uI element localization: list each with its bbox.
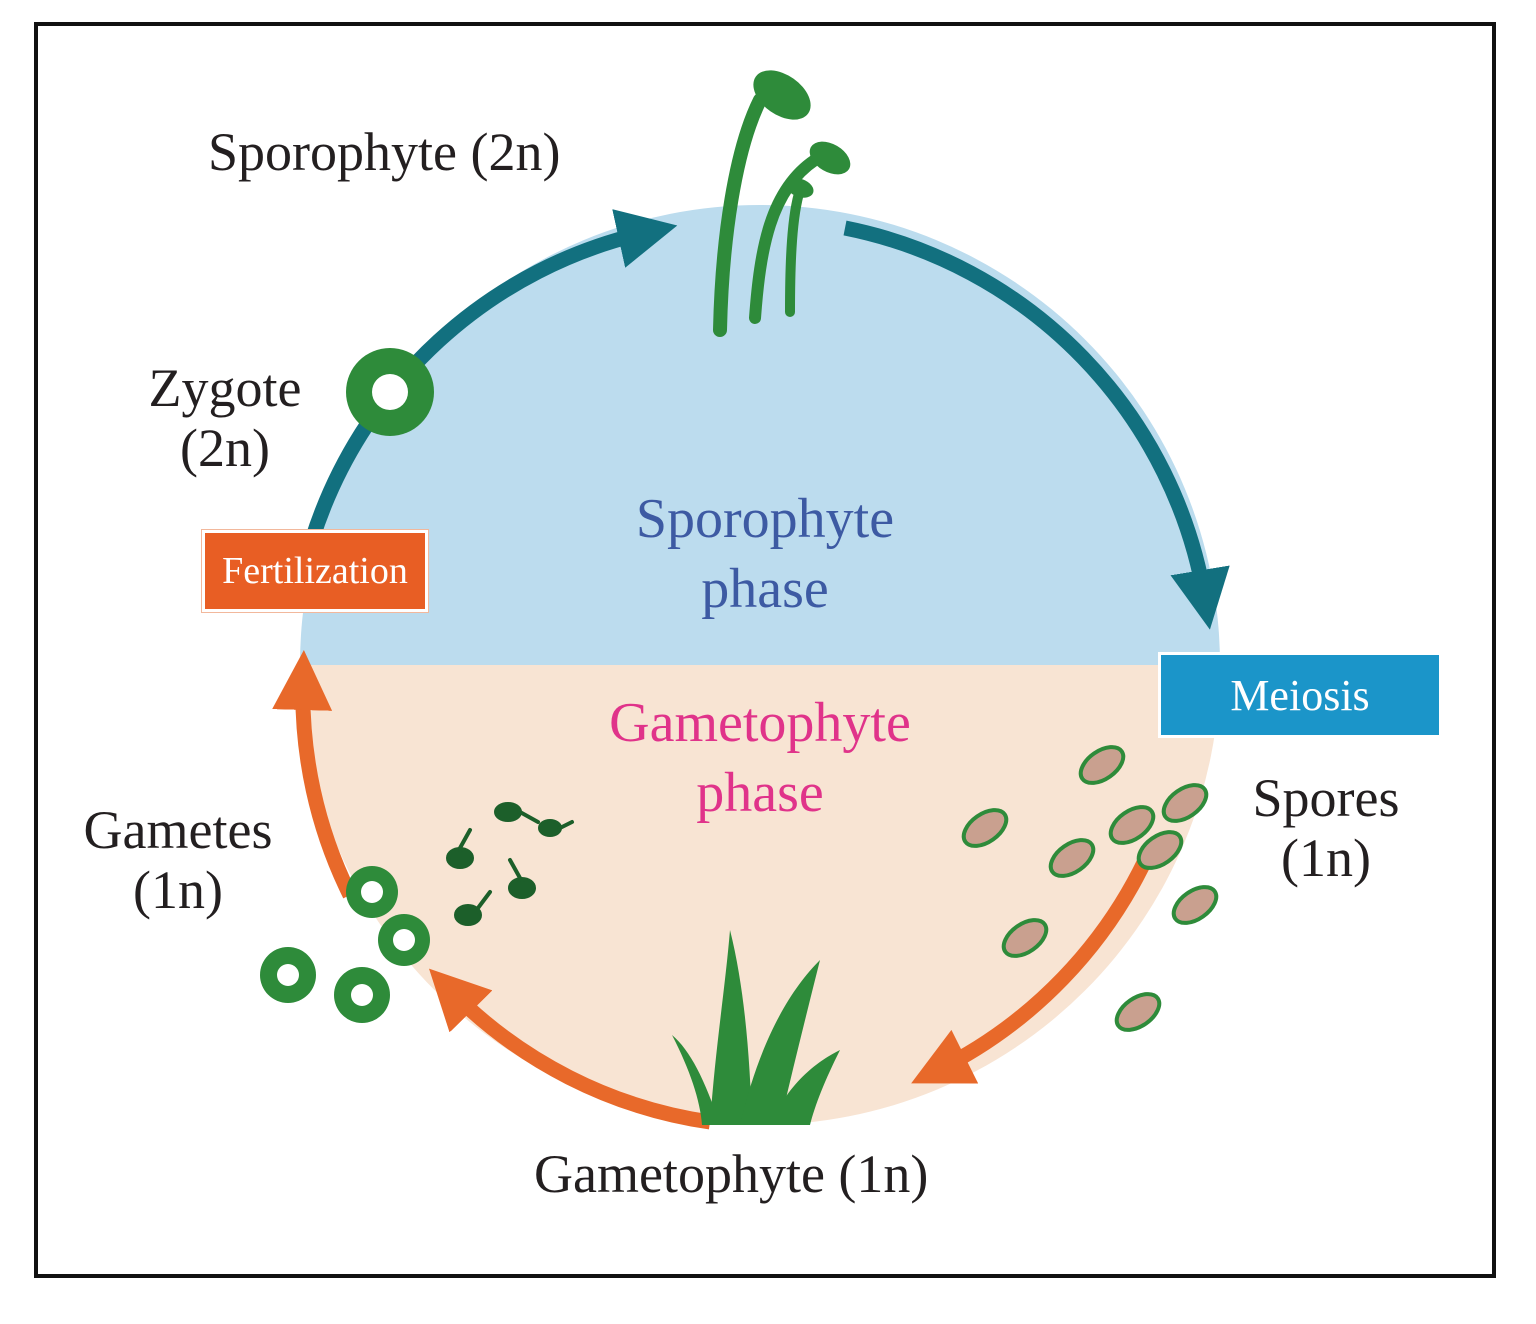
fertilization-box: Fertilization xyxy=(202,530,428,612)
zygote-icon xyxy=(346,348,434,436)
spores-label-line1: Spores xyxy=(1252,768,1400,828)
meiosis-box: Meiosis xyxy=(1158,652,1442,738)
gametophyte-plant-icon xyxy=(672,930,840,1125)
egg-cells-icon xyxy=(260,866,430,1023)
zygote-label-line1: Zygote xyxy=(148,358,302,418)
gametophyte-phase-line2: phase xyxy=(696,762,824,824)
sperm-cells-icon xyxy=(446,802,574,926)
gametes-to-fertilization-arrow xyxy=(272,650,357,899)
sporophyte-phase-line1: Sporophyte xyxy=(635,488,895,550)
spores-label: Spores (1n) xyxy=(1226,768,1426,888)
gametophyte-label: Gametophyte (1n) xyxy=(534,1144,929,1204)
gametophyte-phase-line1: Gametophyte xyxy=(609,692,911,754)
sporophyte-plant-icon xyxy=(713,93,821,337)
sporophyte-phase-line2: phase xyxy=(701,558,829,620)
spores-icon xyxy=(961,745,1219,1032)
diagram-frame xyxy=(34,22,1496,1278)
gametes-label-line1: Gametes xyxy=(83,800,273,860)
sporophyte-label: Sporophyte (2n) xyxy=(208,122,561,182)
gametes-label-line2: (1n) xyxy=(133,860,223,920)
gametophyte-to-gametes-arrow xyxy=(429,968,712,1130)
zygote-label-line2: (2n) xyxy=(180,418,270,478)
sporophyte-capsules-icon xyxy=(753,70,851,198)
zygote-to-sporophyte-arrow xyxy=(304,209,678,543)
sporophyte-to-meiosis-arrow xyxy=(843,220,1230,630)
spores-to-gametophyte-arrow xyxy=(911,846,1157,1084)
gametes-label: Gametes (1n) xyxy=(60,800,296,920)
gametophyte-phase-label: Gametophyte phase xyxy=(540,688,980,828)
zygote-label: Zygote (2n) xyxy=(130,358,320,478)
spores-label-line2: (1n) xyxy=(1281,828,1371,888)
sporophyte-phase-label: Sporophyte phase xyxy=(565,484,965,624)
